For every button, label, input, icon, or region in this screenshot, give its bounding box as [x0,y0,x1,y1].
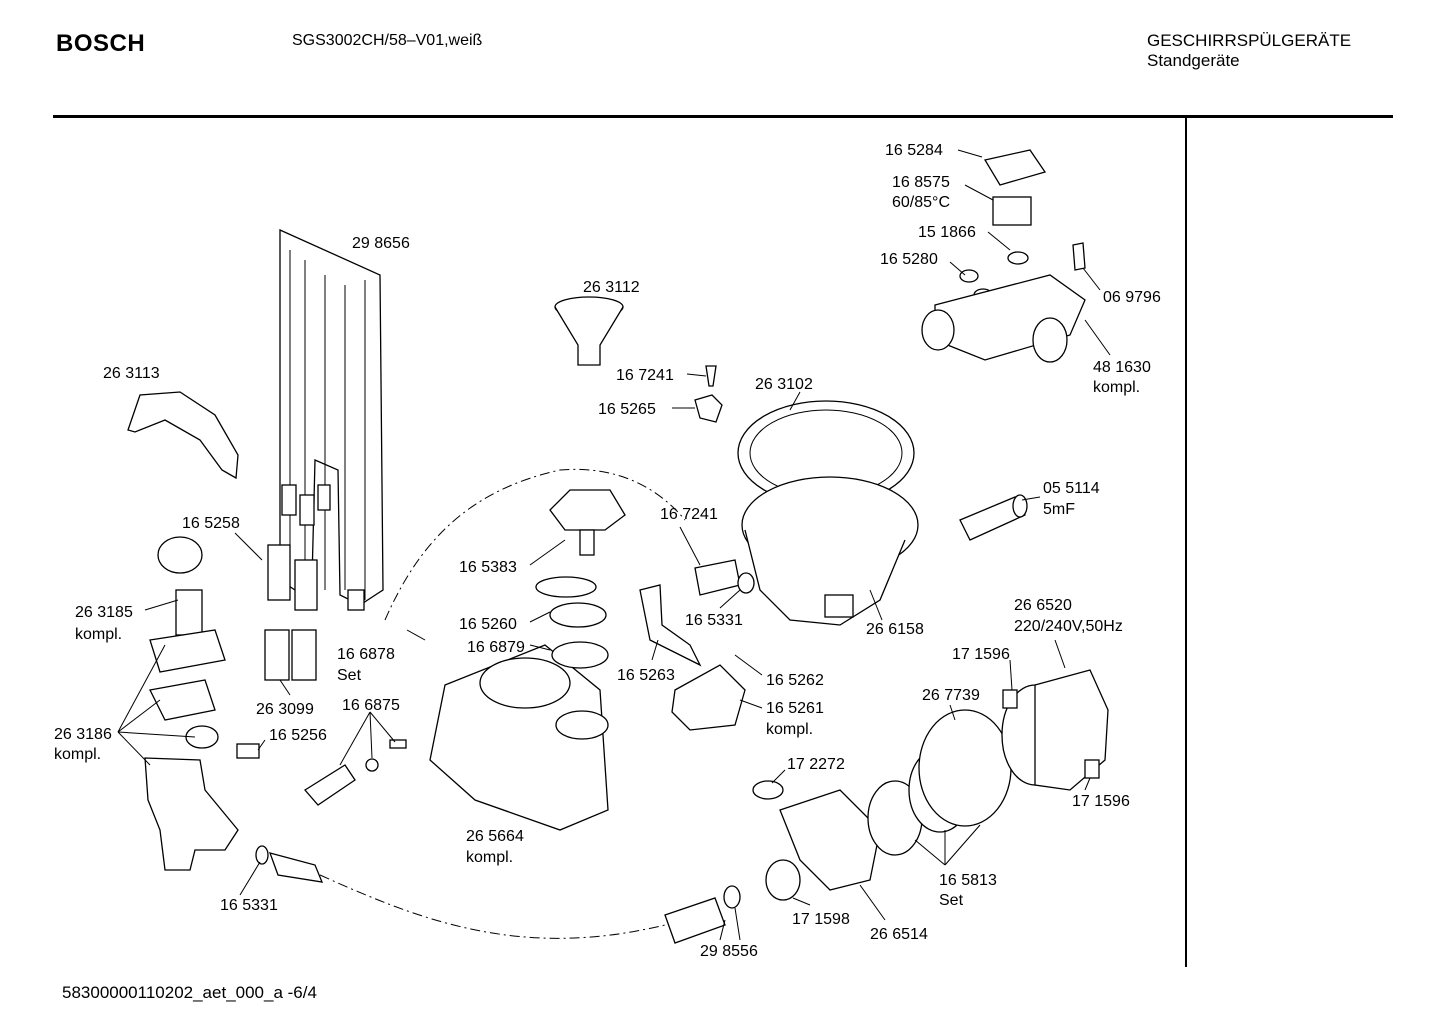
label-165284: 16 5284 [885,142,943,159]
screw-167241-drawing [705,365,717,387]
leader-lines [117,149,1111,941]
label-165258: 16 5258 [182,515,240,532]
label-165813: 16 5813 [939,872,997,889]
document-id: 58300000110202_aet_000_a -6/4 [62,983,317,1002]
header-rule [53,115,1393,118]
label-166875: 16 6875 [342,697,400,714]
label-167241-mid: 16 7241 [660,506,718,523]
brand-logo: BOSCH [56,30,146,57]
spray-cap-drawing [549,489,626,556]
water-softener-drawing [429,576,609,831]
hose-165331-top-drawing [694,559,741,596]
label-263102: 26 3102 [755,376,813,393]
label-263113: 26 3113 [103,365,160,382]
label-166878-set: Set [337,667,362,684]
label-165261-kompl: kompl. [766,721,813,738]
ring-298556-drawing [723,885,741,909]
valve-assembly-drawing [144,536,318,871]
label-263186-kompl: kompl. [54,746,101,763]
category-title: GESCHIRRSPÜLGERÄTE [1147,31,1352,50]
label-165280: 16 5280 [880,251,938,268]
label-265664: 26 5664 [466,828,524,845]
label-266520: 26 6520 [1014,597,1072,614]
cover-263113-drawing [127,391,239,480]
label-166879: 16 6879 [467,639,525,656]
label-267739: 26 7739 [922,687,980,704]
label-165383: 16 5383 [459,559,517,576]
label-266158: 26 6158 [866,621,924,638]
label-165261: 16 5261 [766,700,824,717]
label-481630-kompl: kompl. [1093,379,1140,396]
capacitor-drawing [959,494,1028,541]
label-171596-bottom: 17 1596 [1072,793,1130,810]
label-168575-spec: 60/85°C [892,194,950,211]
label-172272: 17 2272 [787,756,845,773]
label-171598: 17 1598 [792,911,850,928]
level-switch-drawing [671,664,746,731]
label-055114: 05 5114 [1043,480,1100,497]
label-166878: 16 6878 [337,646,395,663]
label-265664-kompl: kompl. [466,849,513,866]
label-165813-set: Set [939,892,964,909]
part-labels: 16 5284 16 8575 60/85°C 15 1866 16 5280 … [54,142,1161,960]
check-valve-drawing [304,739,407,806]
circulation-pump-drawing [752,709,1012,901]
label-298656: 29 8656 [352,235,410,252]
label-165262: 16 5262 [766,672,824,689]
label-165260: 16 5260 [459,616,517,633]
label-263099: 26 3099 [256,701,314,718]
parts-artwork [127,149,1109,944]
clip-165265-drawing [694,394,723,423]
label-151866: 15 1866 [918,224,976,241]
label-165331-top: 16 5331 [685,612,743,629]
model-number: SGS3002CH/58–V01,weiß [292,32,483,49]
label-168575: 16 8575 [892,174,950,191]
label-298556: 29 8556 [700,943,758,960]
label-165265: 16 5265 [598,401,656,418]
label-263185: 26 3185 [75,604,133,621]
label-167241-top: 16 7241 [616,367,674,384]
label-165331-bottom: 16 5331 [220,897,278,914]
side-rule [1185,117,1187,967]
label-069796: 06 9796 [1103,289,1161,306]
label-263185-kompl: kompl. [75,626,122,643]
hose-298556-drawing [664,897,726,944]
label-266514: 26 6514 [870,926,928,943]
label-171596-top: 17 1596 [952,646,1010,663]
label-263186: 26 3186 [54,726,112,743]
category-subtitle: Standgeräte [1147,51,1240,70]
pump-motor-drawing [1001,669,1109,791]
label-263112: 26 3112 [583,279,640,296]
label-055114-spec: 5mF [1043,501,1075,518]
heater-assembly-drawing [921,149,1086,363]
ring-165331-bottom-drawing [255,845,269,865]
label-266520-spec: 220/240V,50Hz [1014,618,1123,635]
label-481630: 48 1630 [1093,359,1151,376]
funnel-drawing [554,296,624,366]
hose-165331-bottom-drawing [268,852,324,883]
ring-165331-drawing [737,572,755,594]
label-165256: 16 5256 [269,727,327,744]
label-165263: 16 5263 [617,667,675,684]
bracket-drawing [639,584,702,667]
distributor-pipes-drawing [279,228,384,611]
sump-drawing [737,400,919,626]
